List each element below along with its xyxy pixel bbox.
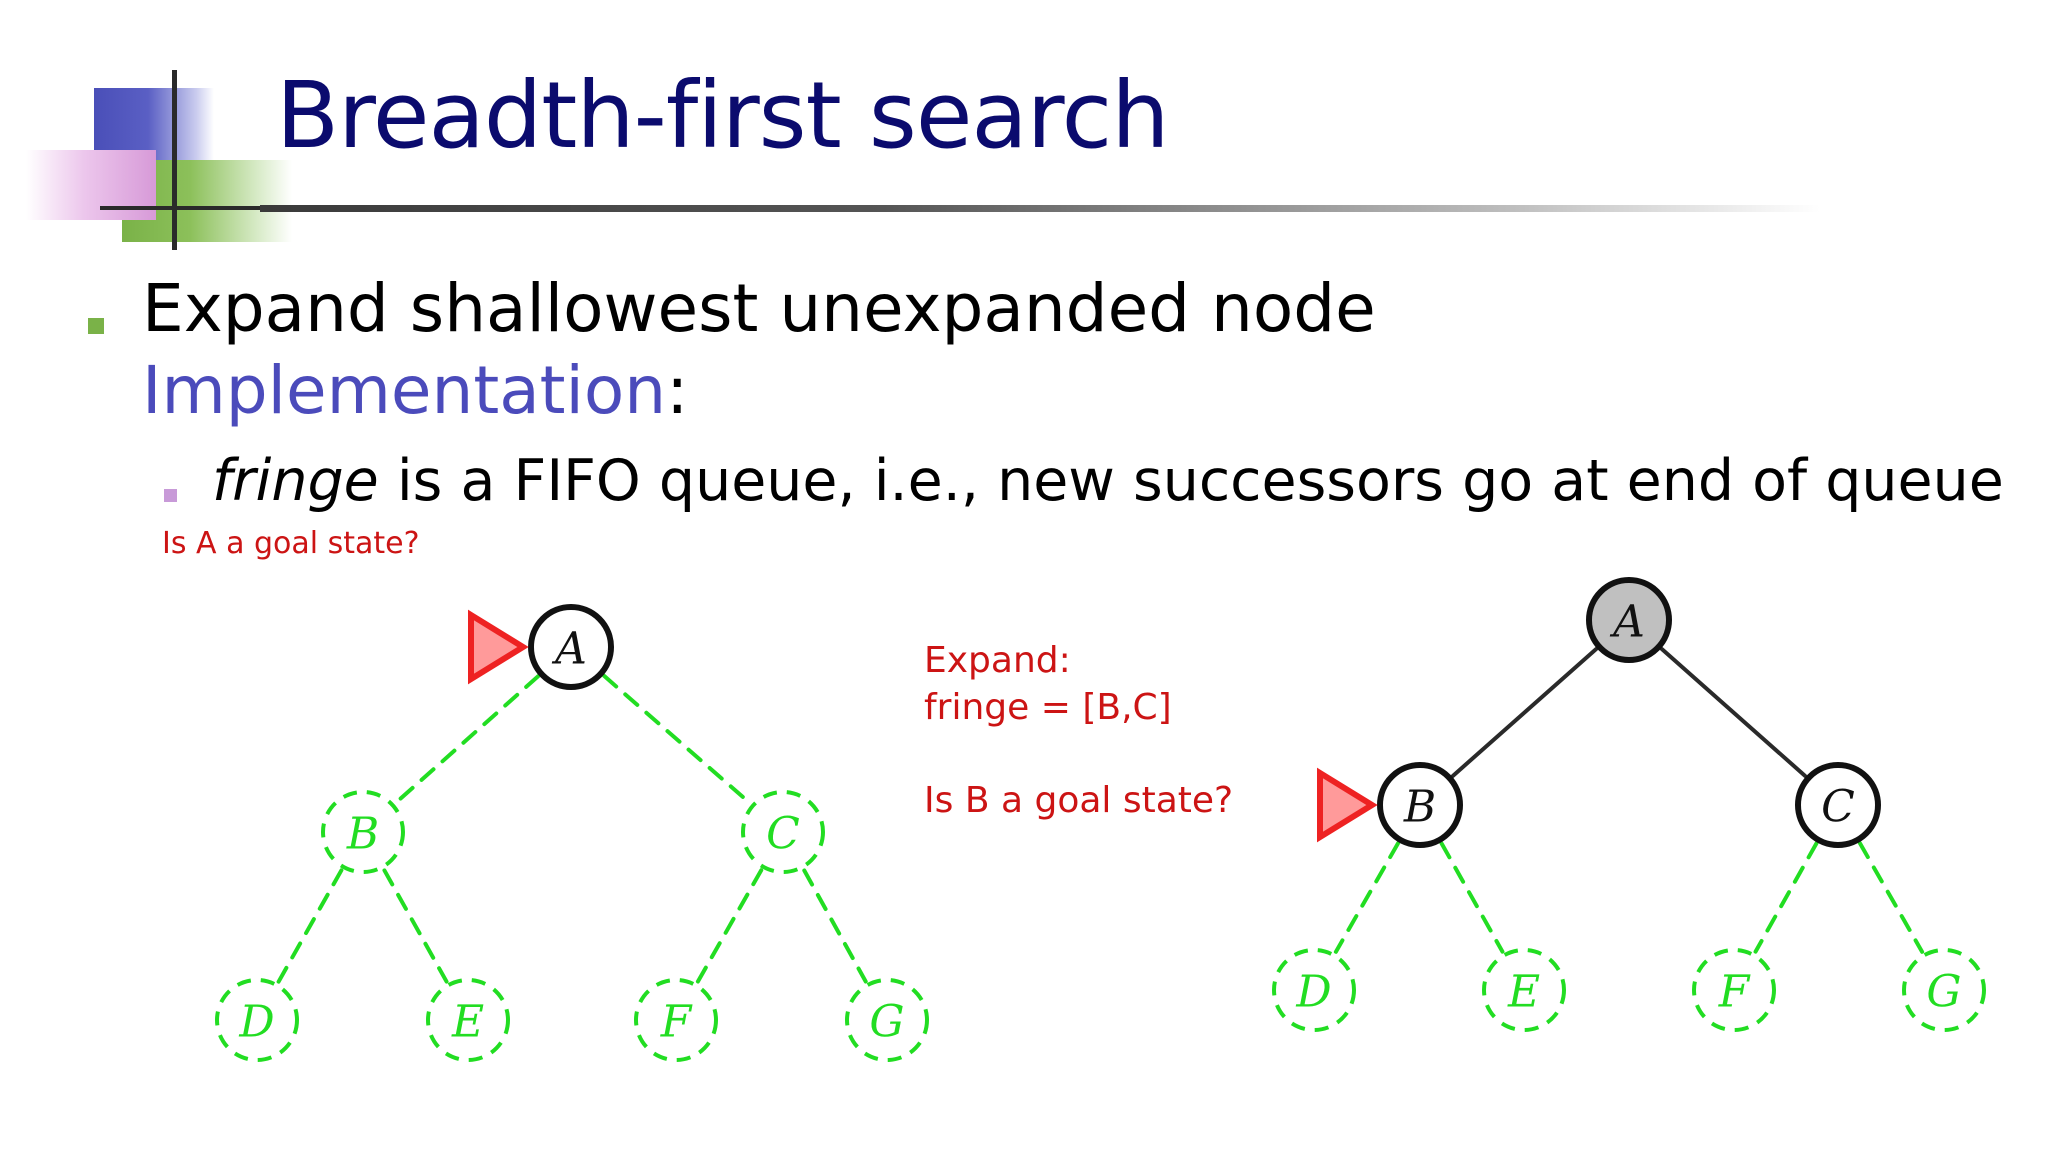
- tree1-node-c: [741, 790, 825, 874]
- slide-title: Breadth-first search: [276, 62, 1169, 169]
- tree2-node-d: [1272, 948, 1356, 1032]
- tree2-node-g: [1902, 948, 1986, 1032]
- tree2-node-a: [1586, 577, 1672, 663]
- tree2-node-b: [1377, 762, 1463, 848]
- tree2-edge-c-g: [1857, 841, 1925, 954]
- tree2-node-label-f: F: [1718, 967, 1751, 1018]
- tree1-node-g: [845, 978, 929, 1062]
- tree1-node-label-b: B: [346, 809, 379, 860]
- bullet-square-green: [88, 318, 104, 334]
- tree2-node-label-e: E: [1507, 967, 1540, 1018]
- tree2-edge-a-b: [1450, 647, 1599, 778]
- tree2-node-label-g: G: [1926, 967, 1961, 1018]
- logo-horizontal-line: [100, 206, 270, 210]
- tree2-node-c: [1795, 762, 1881, 848]
- tree2-node-label-d: D: [1295, 967, 1331, 1018]
- tree2-node-label-b: B: [1403, 782, 1436, 833]
- annotation-expand: Expand:: [924, 640, 1071, 681]
- tree2-edge-b-d: [1333, 841, 1401, 954]
- fringe-word: fringe: [212, 448, 379, 514]
- tree1-node-label-e: E: [451, 997, 484, 1048]
- implementation-colon: :: [666, 352, 689, 429]
- tree1-pointer-icon: [468, 609, 529, 685]
- tree1-node-label-g: G: [869, 997, 904, 1048]
- tree1-node-label-a: A: [551, 624, 587, 675]
- tree1-node-f: [634, 978, 718, 1062]
- sub-bullet-fringe: fringe is a FIFO queue, i.e., new succes…: [212, 448, 2004, 514]
- tree1-node-d: [215, 978, 299, 1062]
- tree1-node-label-f: F: [660, 997, 693, 1048]
- tree1-edge-c-g: [802, 868, 868, 984]
- title-rule: [260, 205, 1820, 212]
- tree2-node-f: [1692, 948, 1776, 1032]
- implementation-line: Implementation:: [142, 352, 688, 429]
- tree1-edge-c-f: [695, 868, 764, 984]
- tree1-edge-a-c: [602, 673, 752, 806]
- tree2-edge-b-e: [1439, 841, 1505, 954]
- tree2-pointer-icon: [1317, 767, 1378, 843]
- tree1-node-label-d: D: [238, 997, 274, 1048]
- bullet-square-pink: [164, 489, 177, 502]
- tree1-node-a: [528, 604, 614, 690]
- slide-logo: [0, 0, 300, 260]
- tree2-node-label-a: A: [1609, 597, 1645, 648]
- tree2-node-e: [1482, 948, 1566, 1032]
- annotation-fringe: fringe = [B,C]: [924, 687, 1172, 728]
- tree1-edge-b-e: [382, 868, 449, 984]
- tree1-node-e: [426, 978, 510, 1062]
- tree2-node-label-c: C: [1821, 782, 1855, 833]
- fringe-description: is a FIFO queue, i.e., new successors go…: [378, 448, 2004, 514]
- logo-vertical-line: [172, 70, 177, 250]
- tree2-edge-a-c: [1659, 647, 1808, 778]
- tree2-edge-c-f: [1753, 841, 1819, 954]
- annotation-is-a-goal: Is A a goal state?: [162, 526, 420, 561]
- tree1-edge-b-d: [276, 868, 344, 984]
- tree1-edge-a-b: [393, 674, 541, 805]
- annotation-is-b-goal: Is B a goal state?: [924, 780, 1234, 821]
- bullet-text-expand: Expand shallowest unexpanded node: [142, 270, 1376, 347]
- tree1-node-label-c: C: [766, 809, 800, 860]
- implementation-label: Implementation: [142, 352, 667, 429]
- tree1-node-b: [321, 790, 405, 874]
